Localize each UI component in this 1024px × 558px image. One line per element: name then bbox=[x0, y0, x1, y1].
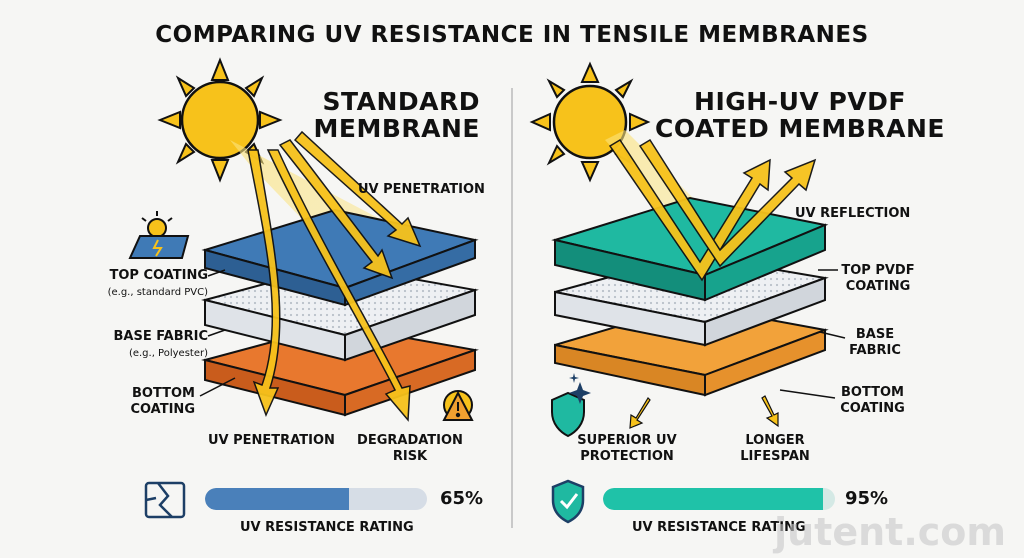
top-pvdf-line1: TOP PVDF bbox=[841, 263, 915, 278]
longer-lifespan-label: LONGER LIFESPAN bbox=[735, 433, 815, 465]
right-rating-value: 95% bbox=[845, 488, 889, 509]
superior-line2: PROTECTION bbox=[580, 449, 674, 464]
solar-panel-icon bbox=[128, 211, 190, 259]
shield-check-icon-bottom bbox=[551, 479, 585, 524]
bottom-line2: COATING bbox=[840, 401, 905, 416]
shield-check-icon bbox=[551, 373, 591, 438]
top-pvdf-label: TOP PVDF COATING bbox=[838, 263, 918, 295]
degradation-risk-label: DEGRADATION RISK bbox=[355, 433, 465, 465]
uv-penetration-top-label: UV PENETRATION bbox=[358, 182, 485, 197]
longer-line1: LONGER bbox=[745, 433, 805, 448]
watermark: jutent.com bbox=[774, 510, 1006, 554]
top-coating-label: TOP COATING bbox=[109, 268, 208, 283]
bottom-coating-label: BOTTOM COATING bbox=[40, 386, 195, 418]
left-heading-line1: STANDARD bbox=[322, 87, 480, 116]
base-fabric-label: BASE FABRIC bbox=[113, 329, 209, 344]
page-title: COMPARING UV RESISTANCE IN TENSILE MEMBR… bbox=[155, 22, 869, 48]
bottom-line1: BOTTOM bbox=[841, 385, 904, 400]
right-heading-line1: HIGH-UV PVDF bbox=[694, 87, 906, 116]
uv-penetration-bottom-label: UV PENETRATION bbox=[208, 433, 335, 448]
left-heading-line2: MEMBRANE bbox=[313, 114, 480, 143]
degradation-line2: RISK bbox=[392, 449, 428, 464]
center-divider bbox=[511, 88, 513, 528]
left-rating-label: UV RESISTANCE RATING bbox=[240, 520, 414, 535]
bottom-coating-line2: COATING bbox=[130, 402, 195, 417]
base-line1: BASE bbox=[855, 327, 895, 342]
longer-line2: LIFESPAN bbox=[740, 449, 810, 464]
bottom-coating-right-label: BOTTOM COATING bbox=[835, 385, 910, 417]
right-rating-label: UV RESISTANCE RATING bbox=[632, 520, 806, 535]
base-fabric-right-label: BASE FABRIC bbox=[845, 327, 905, 359]
right-heading: HIGH-UV PVDF COATED MEMBRANE bbox=[640, 88, 960, 142]
cracked-panel-icon bbox=[144, 481, 186, 519]
left-rating-bar bbox=[205, 488, 427, 510]
top-pvdf-line2: COATING bbox=[845, 279, 911, 294]
superior-uv-label: SUPERIOR UV PROTECTION bbox=[572, 433, 682, 465]
bottom-coating-line1: BOTTOM bbox=[132, 386, 195, 401]
left-heading: STANDARD MEMBRANE bbox=[290, 88, 480, 142]
right-rating-fill bbox=[603, 488, 824, 510]
top-coating-note: (e.g., standard PVC) bbox=[107, 287, 208, 298]
superior-line1: SUPERIOR UV bbox=[577, 433, 677, 448]
right-heading-line2: COATED MEMBRANE bbox=[655, 114, 945, 143]
base-line2: FABRIC bbox=[849, 343, 901, 358]
base-fabric-note: (e.g., Polyester) bbox=[128, 348, 208, 359]
warning-sun-icon bbox=[442, 390, 474, 421]
left-rating-fill bbox=[205, 488, 350, 510]
uv-reflection-label: UV REFLECTION bbox=[795, 206, 911, 221]
right-rating-bar bbox=[603, 488, 835, 510]
left-rating-value: 65% bbox=[440, 488, 484, 509]
degradation-line1: DEGRADATION bbox=[357, 433, 463, 448]
